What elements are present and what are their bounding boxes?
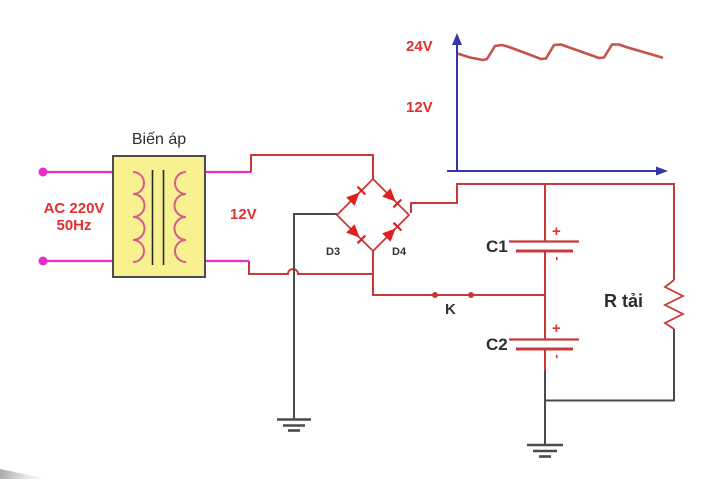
switch-k-icon	[432, 292, 474, 298]
load-resistor-icon	[662, 279, 686, 330]
capacitor-c1-label: C1	[486, 237, 508, 256]
ac-voltage-text: AC 220V	[43, 200, 105, 217]
wire-secondary-to-bridge-top	[250, 154, 374, 179]
waveform-axes	[447, 33, 668, 176]
circuit-wires-black	[293, 213, 675, 445]
c2-plus-sign: +	[552, 320, 561, 337]
ground-symbol-right-icon	[527, 443, 563, 458]
load-resistor-label: R tải	[604, 291, 644, 311]
diode-d3-icon	[346, 224, 367, 245]
ripple-waveform	[457, 43, 664, 62]
diode-d3-label: D3	[326, 246, 341, 258]
switch-k-label: K	[445, 301, 456, 318]
ground-symbol-left-icon	[277, 418, 311, 432]
transformer-body	[112, 155, 206, 278]
bridge-rectifier	[335, 177, 411, 253]
wire-bridge-bottom-to-switch	[372, 251, 545, 296]
page-curl-artifact	[0, 469, 48, 479]
x-axis-arrow-icon	[656, 166, 668, 176]
input-terminal-top-icon	[38, 167, 48, 177]
graph-tick-12v: 12V	[406, 99, 433, 116]
ac-frequency-text: 50Hz	[56, 217, 92, 234]
wire-bridge-left-to-ground	[293, 213, 337, 419]
c1-minus-sign: -	[550, 256, 566, 261]
diode-d4-label: D4	[392, 246, 407, 258]
transformer-label: Biến áp	[131, 131, 187, 148]
ac-input-label: AC 220V 50Hz	[28, 200, 120, 234]
diode-d4-icon	[382, 221, 403, 242]
secondary-voltage-label: 12V	[230, 206, 257, 223]
y-axis-arrow-icon	[452, 33, 462, 45]
bridge-diamond	[335, 177, 411, 253]
wire-bottom-return	[544, 329, 675, 445]
capacitor-c2-label: C2	[486, 335, 508, 354]
wire-bridge-right-to-rail	[410, 183, 675, 280]
capacitor-c2-icon	[509, 338, 579, 351]
capacitor-c1-icon	[509, 240, 579, 253]
input-terminal-bottom-icon	[38, 256, 48, 266]
c2-minus-sign: -	[550, 354, 566, 359]
diode-top-left-icon	[346, 185, 367, 206]
graph-tick-24v: 24V	[406, 38, 433, 55]
diode-top-right-icon	[382, 188, 403, 209]
secondary-winding-icon	[173, 171, 187, 263]
primary-winding-icon	[132, 171, 146, 263]
circuit-wires-red	[248, 154, 675, 372]
c1-plus-sign: +	[552, 223, 561, 240]
wire-secondary-to-bridge-bottom	[248, 261, 373, 275]
transformer-symbol	[112, 155, 206, 278]
